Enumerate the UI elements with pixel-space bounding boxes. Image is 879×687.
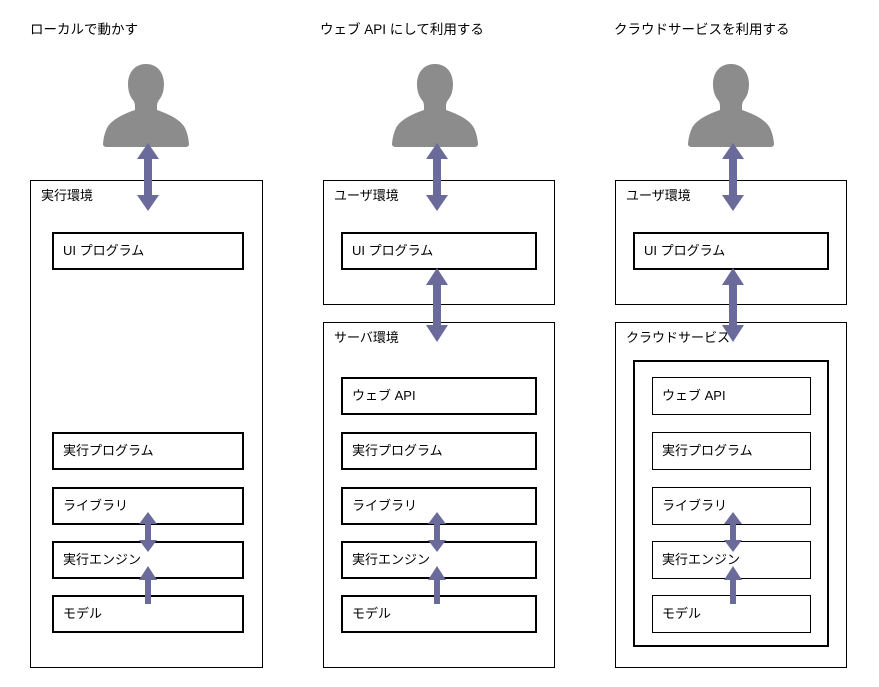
arrow-model-to-execution-engine — [427, 566, 447, 604]
arrow-actor-to-execution-environment — [136, 143, 160, 211]
component-label: UI プログラム — [352, 243, 434, 258]
arrow-actor-to-user-environment — [721, 143, 745, 211]
environment-label: ユーザ環境 — [334, 188, 399, 203]
column-title-web-api: ウェブ API にして利用する — [320, 22, 484, 37]
component-box-ui-program[interactable]: UI プログラム — [52, 232, 244, 270]
arrow-library-to-execution-engine — [138, 512, 158, 552]
arrow-ui-program-to-cloud-service — [721, 268, 745, 342]
component-box-execution-program[interactable]: 実行プログラム — [52, 432, 244, 470]
component-box-ui-program[interactable]: UI プログラム — [633, 232, 829, 270]
component-label: 実行エンジン — [662, 552, 741, 567]
component-label: ウェブ API — [662, 388, 726, 403]
component-label: UI プログラム — [63, 243, 145, 258]
component-label: UI プログラム — [644, 243, 726, 258]
cloud-service-inner-frame — [633, 360, 829, 647]
arrow-actor-to-user-environment — [425, 143, 449, 211]
component-label: モデル — [63, 606, 103, 621]
component-label: ライブラリ — [662, 498, 728, 513]
environment-label: クラウドサービス — [626, 330, 731, 345]
arrow-model-to-execution-engine — [723, 566, 743, 604]
column-title-local: ローカルで動かす — [30, 22, 138, 37]
component-box-web-api[interactable]: ウェブ API — [652, 377, 811, 415]
arrow-model-to-execution-engine — [138, 566, 158, 604]
user-avatar-icon — [688, 58, 774, 148]
column-title-cloud-service: クラウドサービスを利用する — [614, 22, 790, 37]
environment-label: ユーザ環境 — [626, 188, 691, 203]
component-label: 実行エンジン — [352, 552, 431, 567]
component-label: モデル — [352, 606, 392, 621]
component-box-library[interactable]: ライブラリ — [52, 487, 244, 525]
component-label: 実行エンジン — [63, 552, 142, 567]
environment-label: 実行環境 — [41, 188, 94, 203]
user-avatar-icon — [103, 58, 189, 148]
arrow-library-to-execution-engine — [723, 512, 743, 552]
component-box-ui-program[interactable]: UI プログラム — [341, 232, 537, 270]
component-label: 実行プログラム — [63, 443, 154, 458]
component-label: 実行プログラム — [662, 443, 753, 458]
component-label: ライブラリ — [63, 498, 129, 513]
component-box-web-api[interactable]: ウェブ API — [341, 377, 537, 415]
component-label: モデル — [662, 606, 702, 621]
arrow-library-to-execution-engine — [427, 512, 447, 552]
component-label: ウェブ API — [352, 388, 416, 403]
environment-label: サーバ環境 — [334, 330, 399, 345]
component-label: ライブラリ — [352, 498, 418, 513]
component-label: 実行プログラム — [352, 443, 443, 458]
user-avatar-icon — [392, 58, 478, 148]
arrow-ui-program-to-server-environment — [425, 268, 449, 342]
component-box-execution-program[interactable]: 実行プログラム — [341, 432, 537, 470]
component-box-execution-program[interactable]: 実行プログラム — [652, 432, 811, 470]
